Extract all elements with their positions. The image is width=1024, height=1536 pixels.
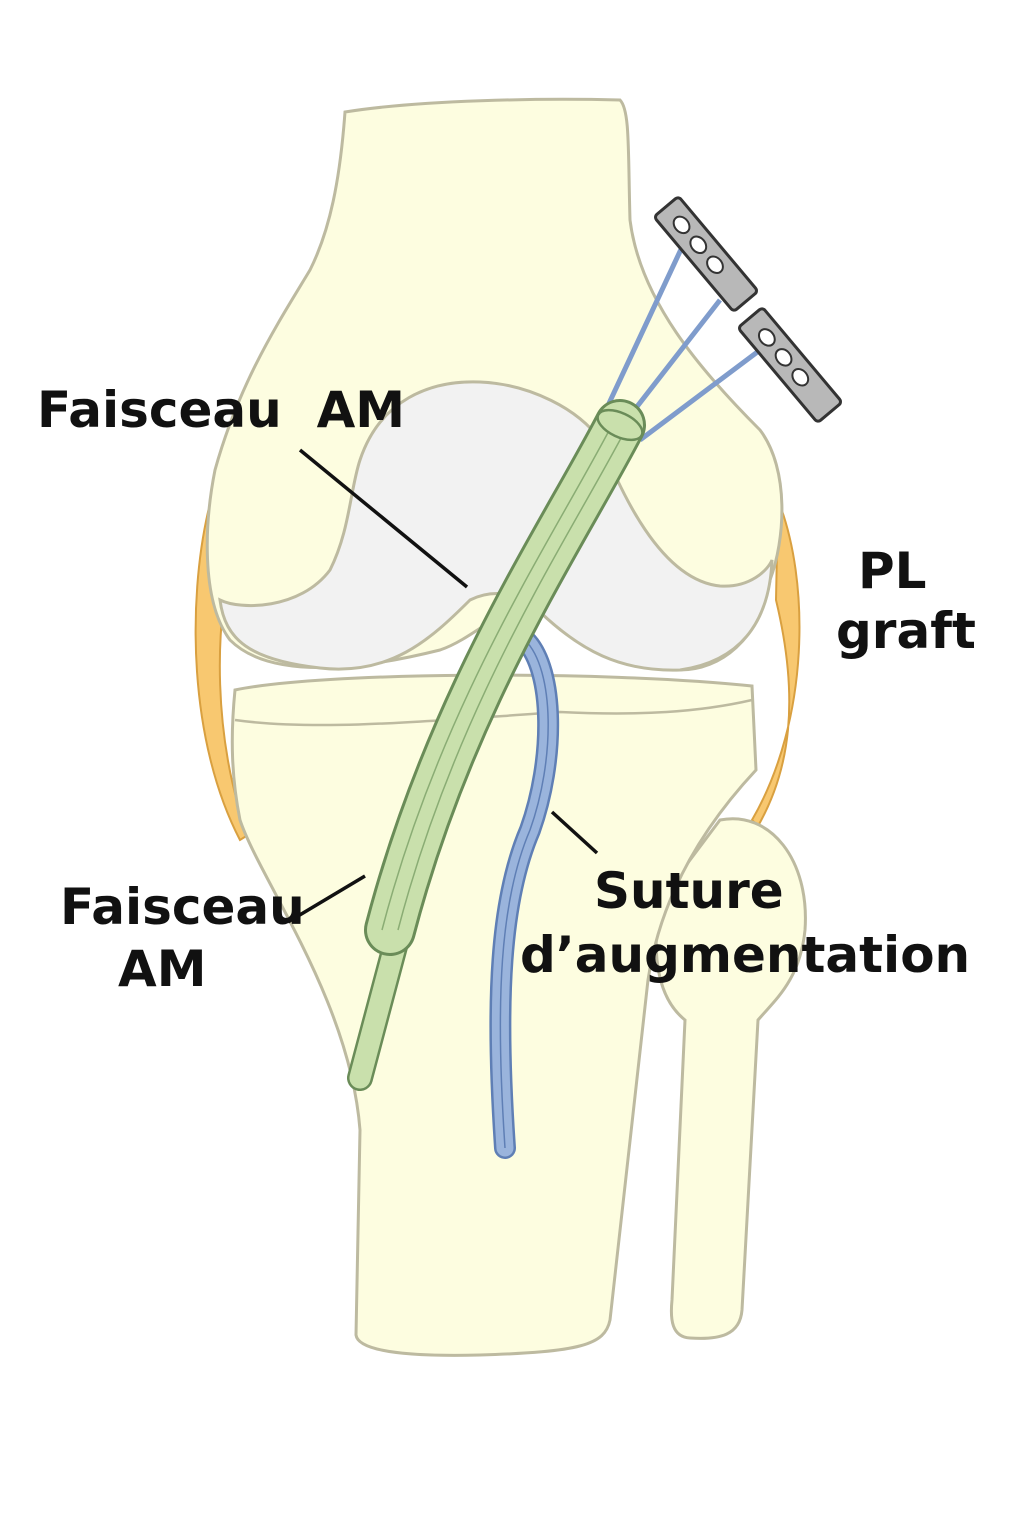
cartilage: [218, 380, 774, 672]
leader-line-am-bottom: [287, 874, 366, 924]
leader-line-suture: [550, 810, 599, 855]
right-ligament: [750, 499, 801, 828]
tibial-plateau-line: [234, 698, 753, 727]
label-pl-line1: PL: [858, 542, 927, 600]
fixation-button-1: [654, 196, 758, 312]
leader-line-am-top: [298, 448, 469, 589]
am-graft: [347, 399, 646, 1091]
label-am-top: Faisceau AM: [37, 381, 405, 439]
suture-strands: [601, 243, 762, 442]
label-am-bottom-line1: Faisceau: [60, 878, 305, 936]
label-suture-line2: d’augmentation: [520, 926, 970, 984]
label-suture-line1: Suture: [594, 862, 784, 920]
label-am-bottom-line2: AM: [118, 940, 206, 998]
fixation-button-2: [738, 307, 842, 423]
fibula: [654, 817, 807, 1340]
label-pl-line2: graft: [836, 602, 976, 660]
